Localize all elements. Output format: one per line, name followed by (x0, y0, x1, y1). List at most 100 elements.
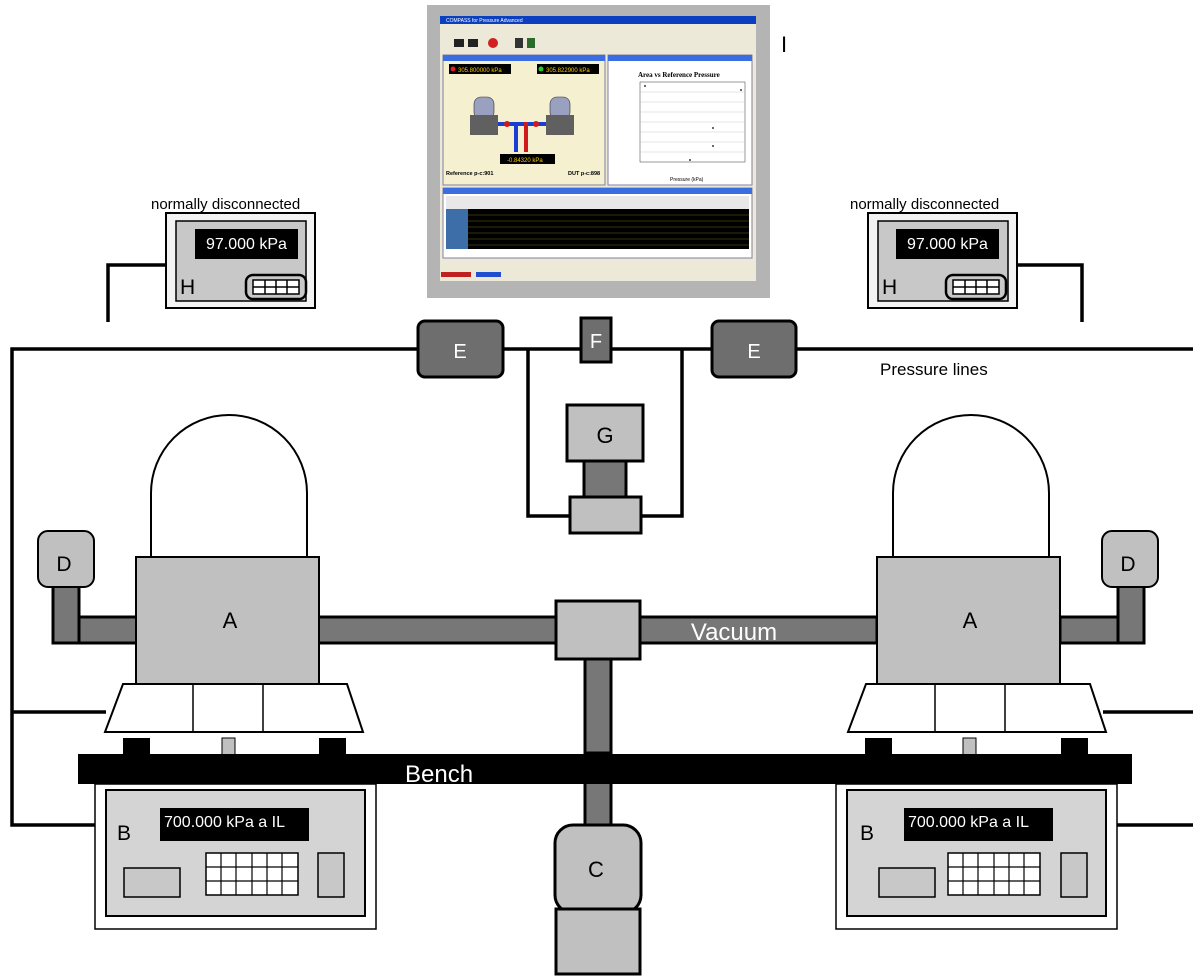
keypad-icon (205, 852, 299, 896)
balance-foot (319, 738, 346, 756)
diff-readout (500, 154, 555, 164)
controller-display (904, 808, 1053, 841)
tool-icon (515, 38, 523, 48)
valve-E-right: E (710, 319, 798, 379)
barometer-reading: 97.000 kPa (206, 236, 287, 253)
monitor-I: COMPASS for Pressure Advanced 305.800000… (427, 5, 770, 298)
label-E: E (453, 341, 466, 363)
gauge-D (37, 530, 95, 588)
label-D: D (56, 553, 71, 576)
h-cable-left (106, 263, 166, 322)
label-B: B (117, 822, 131, 845)
vacuum-branch (77, 615, 141, 645)
chart-points (644, 85, 742, 161)
reference-label: Reference p-c:901 (446, 171, 493, 177)
balance-icon (546, 115, 574, 135)
bench (78, 754, 1132, 784)
chart-title: Area vs Reference Pressure (638, 71, 720, 79)
controller-B-right: 700.000 kPa a IL B (835, 783, 1118, 930)
reference-pressure: 305.800000 kPa (458, 68, 502, 74)
label-F: F (590, 331, 602, 353)
pressure-balance-left: D A (37, 414, 365, 757)
balance-base (103, 683, 365, 733)
label-H: H (882, 276, 897, 299)
balance-head-A (135, 556, 320, 685)
label-D: D (1120, 553, 1135, 576)
dut-readout (537, 64, 599, 74)
h-cable-right (1017, 263, 1084, 322)
balance-head-A (876, 556, 1061, 685)
label-B: B (860, 822, 874, 845)
normally-disconnected-left: normally disconnected (151, 196, 300, 213)
balance-base (846, 683, 1108, 733)
controller-reading: 700.000 kPa a IL (164, 814, 285, 831)
table-body (446, 209, 749, 249)
label-C: C (588, 857, 604, 882)
balance-stem (221, 737, 236, 757)
status-led-icon (538, 66, 544, 72)
controller-display (160, 808, 309, 841)
vacuum-riser (583, 641, 613, 755)
barometer-H-right: normally disconnected 97.000 kPa H (850, 196, 1018, 309)
dut-label: DUT p-c:898 (568, 171, 600, 177)
table-index-column (446, 209, 468, 249)
gauge-D (1101, 530, 1159, 588)
pipe-icon (498, 122, 546, 126)
controller-button (317, 852, 345, 898)
stop-icon (488, 38, 498, 48)
balance-foot (123, 738, 150, 756)
panel-titlebar (608, 55, 752, 61)
chart-panel (607, 54, 753, 186)
balance-icon (470, 115, 498, 135)
taskbar-item (441, 272, 471, 277)
pipe-icon (514, 122, 518, 152)
taskbar (440, 268, 756, 278)
toolbar-icons (454, 38, 535, 48)
tool-icon (527, 38, 535, 48)
window-titlebar (440, 16, 756, 24)
bell-jar (150, 414, 308, 558)
bench-label: Bench (405, 761, 473, 788)
valve-E-left: E (416, 319, 505, 379)
pressure-balance-right: D A (846, 414, 1159, 757)
vacuum-system: Vacuum C (316, 599, 879, 976)
controller-button (123, 867, 181, 898)
chart-xlabel: Pressure (kPa) (670, 177, 704, 183)
label-H: H (180, 276, 195, 299)
vacuum-label: Vacuum (691, 619, 777, 646)
diff-pressure: -0.84320 kPa (507, 158, 543, 164)
balance-stem (962, 737, 977, 757)
controller-G: G (565, 403, 645, 535)
rewind-icon (454, 39, 464, 47)
taskbar-item (476, 272, 501, 277)
controller-button (1060, 852, 1088, 898)
vacuum-branch (1116, 580, 1146, 645)
valve-icon (504, 121, 510, 127)
keypad-icon (947, 852, 1041, 896)
barometer-display (195, 229, 298, 259)
table-header (446, 196, 749, 209)
keypad-icon (944, 273, 1008, 301)
panel-titlebar (443, 55, 605, 61)
label-G: G (596, 423, 613, 448)
vacuum-branch (1058, 615, 1122, 645)
barometer-display (896, 229, 999, 259)
controller-button (878, 867, 936, 898)
controller-B-left: 700.000 kPa a IL B (94, 783, 377, 930)
bell-jar (892, 414, 1050, 558)
reference-readout (449, 64, 511, 74)
window-title: COMPASS for Pressure Advanced (446, 18, 523, 24)
panel-titlebar (443, 188, 752, 194)
pressure-lines (10, 347, 1193, 827)
vacuum-pump-base (554, 907, 642, 976)
normally-disconnected-right: normally disconnected (850, 196, 999, 213)
label-I: I (781, 32, 787, 57)
toolbar (440, 24, 756, 52)
keypad-icon (244, 273, 308, 301)
vacuum-tee (554, 599, 642, 661)
status-led-icon (450, 66, 456, 72)
chart-gridlines (640, 91, 745, 153)
balance-foot (865, 738, 892, 756)
controller-reading: 700.000 kPa a IL (908, 814, 1029, 831)
